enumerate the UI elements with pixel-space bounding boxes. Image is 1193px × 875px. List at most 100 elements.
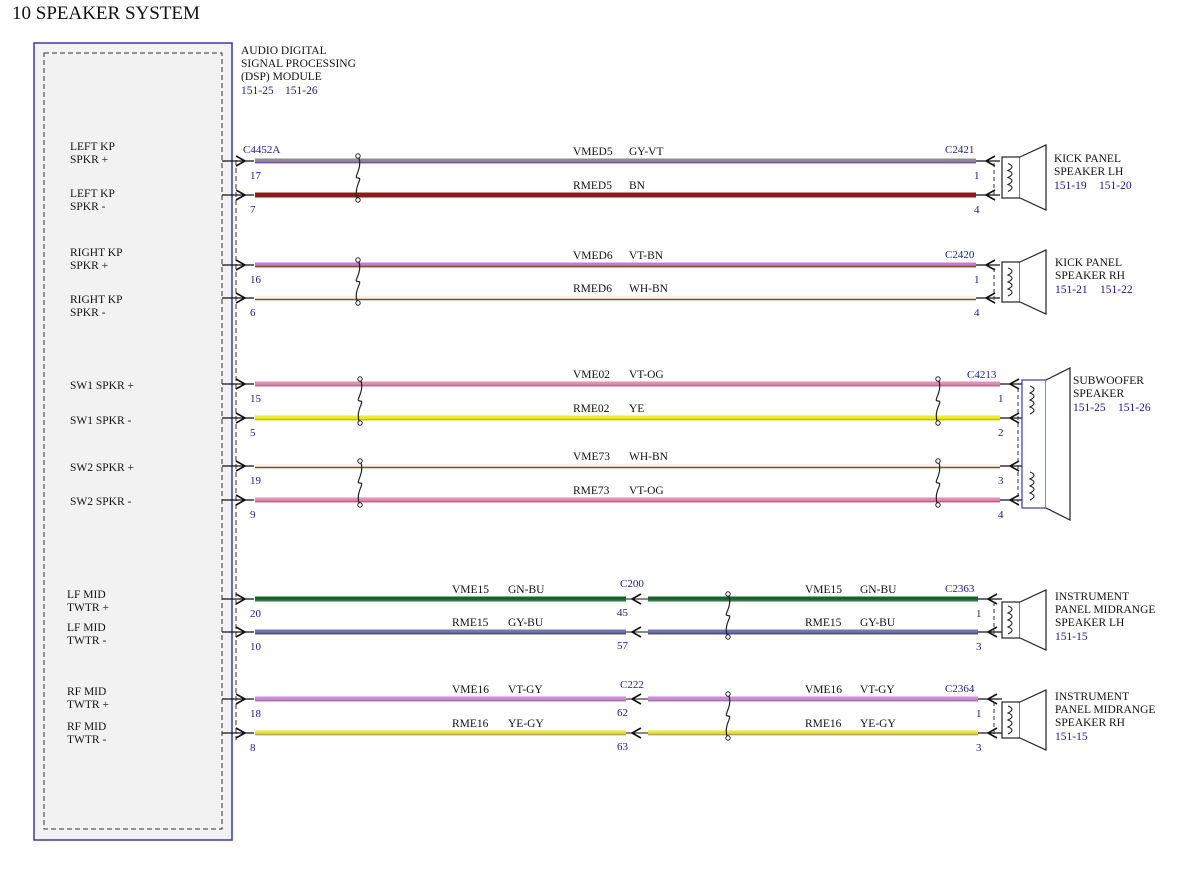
- dsp-pin-label-2-1: SPKR +: [70, 260, 108, 272]
- speaker-lh-kick-line-1: KICK PANEL: [1054, 153, 1121, 165]
- dsp-pin-label-5-0: SW1 SPKR -: [70, 415, 132, 427]
- speaker-rh-kick-ref-2[interactable]: 151-22: [1100, 284, 1133, 296]
- inline-pin-number: 62: [617, 707, 628, 719]
- dsp-pin-label-9-0: LF MID: [67, 622, 106, 634]
- dsp-ref-2[interactable]: 151-26: [285, 85, 318, 97]
- dsp-pin-number: 8: [250, 742, 256, 754]
- dsp-pin-label-8-1: TWTR +: [67, 602, 109, 614]
- twist-cap: [357, 502, 363, 508]
- far-pin-arrow: [984, 155, 996, 167]
- speaker-sub-line-1: SUBWOOFER: [1073, 375, 1144, 387]
- color-code-label-far: YE-GY: [860, 718, 896, 730]
- dsp-pin-number: 6: [250, 307, 256, 319]
- dsp-pin-arrow: [235, 460, 247, 472]
- circuit-label: RME16: [452, 718, 489, 730]
- color-code-label: VT-OG: [629, 485, 664, 497]
- ip-midrange-speaker-rh-icon[interactable]: [1001, 689, 1047, 751]
- speaker-sub-ref-2[interactable]: 151-26: [1118, 402, 1151, 414]
- dsp-pin-label-2-0: RIGHT KP: [70, 247, 123, 259]
- far-pin-number: 4: [974, 307, 980, 319]
- dsp-ref-1[interactable]: 151-25: [241, 85, 274, 97]
- speaker-lh-kick-ref-1[interactable]: 151-19: [1054, 180, 1087, 192]
- inline-arrow: [630, 626, 642, 638]
- circuit-label-far: VME15: [805, 584, 842, 596]
- dsp-module-box: [33, 42, 233, 841]
- connector-c2364: C2364: [945, 683, 975, 695]
- speaker-lh-kick-line-2: SPEAKER LH: [1054, 166, 1123, 178]
- circuit-label: RME15: [452, 617, 489, 629]
- color-code-label: VT-GY: [508, 684, 543, 696]
- far-pin-arrow: [1008, 494, 1020, 506]
- dsp-pin-label-4-0: SW1 SPKR +: [70, 380, 134, 392]
- color-code-label: VT-BN: [629, 250, 664, 262]
- connector-c200: C200: [620, 578, 644, 590]
- twisted-pair-marker: [355, 258, 361, 305]
- dsp-pin-arrow: [235, 189, 247, 201]
- twist-cap: [725, 691, 731, 697]
- twisted-pair-marker: [357, 459, 363, 507]
- speaker-magnet: [1001, 156, 1021, 199]
- far-pin-arrow: [984, 259, 996, 271]
- dsp-pin-label-6-0: SW2 SPKR +: [70, 462, 134, 474]
- speaker-cone: [1019, 689, 1047, 751]
- inline-pin-number: 63: [617, 741, 629, 753]
- kick-panel-speaker-lh-icon[interactable]: [1001, 144, 1047, 211]
- speaker-rh-kick-ref-1[interactable]: 151-21: [1055, 284, 1088, 296]
- dsp-name-line-3: (DSP) MODULE: [241, 71, 322, 83]
- far-pin-arrow: [1008, 378, 1020, 390]
- dsp-pin-number: 20: [250, 608, 262, 620]
- dsp-pin-arrow: [235, 727, 247, 739]
- far-pin-number: 1: [976, 608, 982, 620]
- dsp-pin-label-0-0: LEFT KP: [70, 141, 115, 153]
- twist-cap: [357, 420, 363, 426]
- twist-cap: [935, 420, 941, 426]
- dsp-pin-number: 5: [250, 427, 256, 439]
- speaker-cone: [1019, 144, 1047, 211]
- subwoofer-coil: [1028, 471, 1035, 501]
- color-code-label-far: GN-BU: [860, 584, 897, 596]
- dsp-pin-number: 17: [250, 170, 262, 182]
- speaker-rh-ip-line-2: PANEL MIDRANGE: [1055, 704, 1155, 716]
- dsp-pin-number: 16: [250, 274, 262, 286]
- ip-midrange-speaker-lh-icon[interactable]: [1001, 589, 1047, 651]
- twist-cap: [725, 634, 731, 640]
- dsp-pin-label-3-0: RIGHT KP: [70, 294, 123, 306]
- speaker-lh-ip-line-2: PANEL MIDRANGE: [1055, 604, 1155, 616]
- speaker-lh-kick-ref-2[interactable]: 151-20: [1099, 180, 1132, 192]
- color-code-label: VT-OG: [629, 369, 664, 381]
- twisted-pair-marker: [357, 377, 363, 425]
- color-code-label: GN-BU: [508, 584, 545, 596]
- dsp-pin-arrow: [235, 155, 247, 167]
- color-code-label: WH-BN: [629, 451, 669, 463]
- inline-arrow: [630, 593, 642, 605]
- circuit-label: VME15: [452, 584, 489, 596]
- kick-panel-speaker-rh-icon[interactable]: [1001, 249, 1047, 315]
- color-code-label: GY-BU: [508, 617, 544, 629]
- speaker-lh-ip-ref-1[interactable]: 151-15: [1055, 631, 1088, 643]
- subwoofer-speaker-icon[interactable]: [1021, 367, 1071, 521]
- dsp-pin-arrow: [235, 693, 247, 705]
- speaker-cone: [1019, 589, 1047, 651]
- dsp-module-inner-dashed: [43, 52, 223, 830]
- color-code-label: GY-VT: [629, 146, 664, 158]
- far-pin-number: 3: [976, 742, 982, 754]
- far-pin-number: 3: [976, 641, 982, 653]
- speaker-sub-ref-1[interactable]: 151-25: [1073, 402, 1106, 414]
- far-pin-number: 1: [998, 393, 1004, 405]
- twist-cap: [935, 502, 941, 508]
- speaker-rh-ip-ref-1[interactable]: 151-15: [1055, 731, 1088, 743]
- color-code-label: WH-BN: [629, 283, 669, 295]
- dsp-pin-label-10-0: RF MID: [67, 686, 106, 698]
